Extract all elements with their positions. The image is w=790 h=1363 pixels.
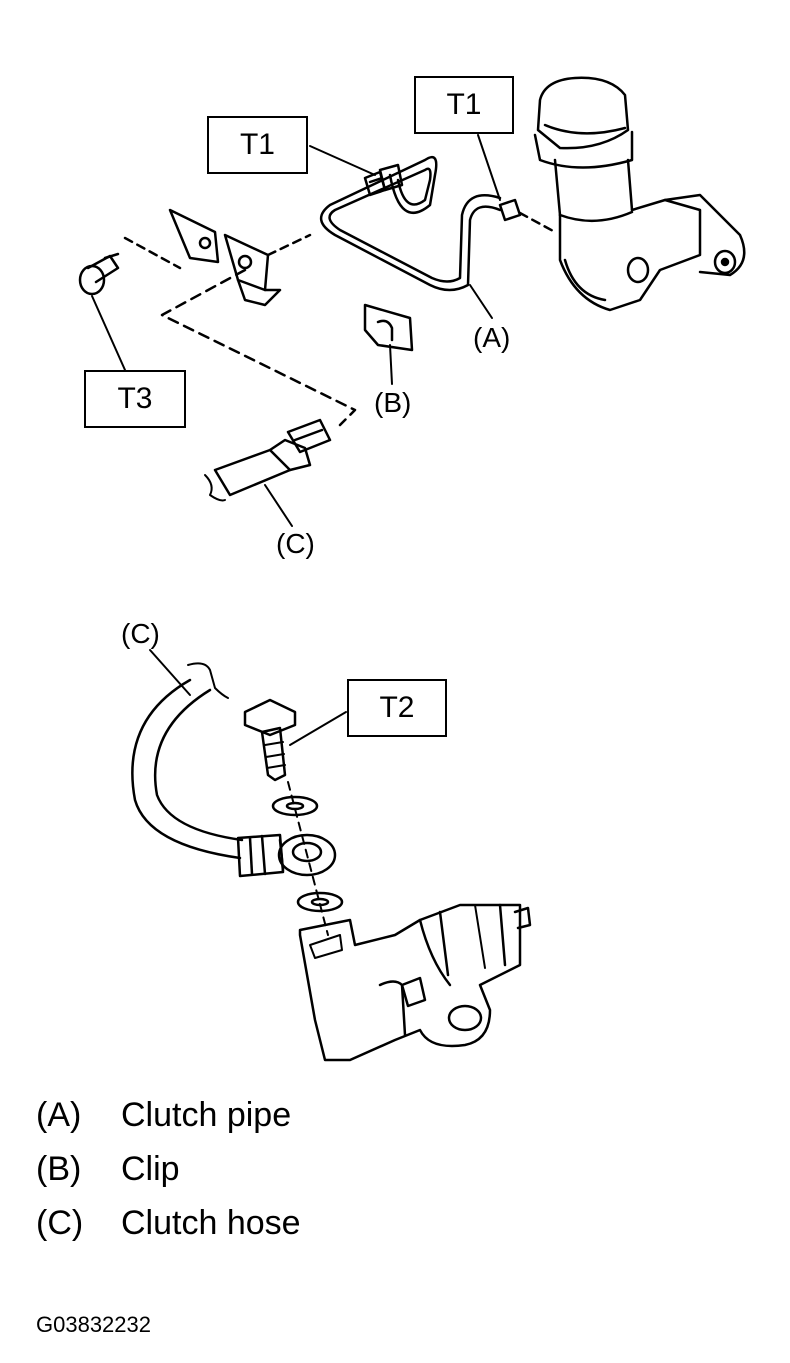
callout-b: (B) <box>374 387 412 418</box>
legend-item: (A) Clutch pipe <box>36 1092 756 1146</box>
assembly-guide-line <box>160 268 357 427</box>
legend-text: Clip <box>121 1150 180 1188</box>
legend-text: Clutch pipe <box>121 1096 292 1134</box>
legend-item: (C) Clutch hose <box>36 1200 756 1254</box>
leader-lines-bottom <box>149 649 347 746</box>
clip <box>363 303 414 352</box>
leader-lines-top <box>91 134 501 527</box>
clutch-hose-end <box>204 418 332 502</box>
callout-a: (A) <box>473 322 511 353</box>
bracket-bolt <box>78 236 182 296</box>
union-bolt <box>243 698 297 782</box>
clutch-pipe <box>320 155 557 292</box>
clutch-line-diagram <box>78 76 746 1062</box>
operating-cylinder <box>298 903 532 1062</box>
callout-c-top: (C) <box>276 528 315 559</box>
torque-label-t1-pipe: T1 <box>207 116 308 174</box>
legend-key: (C) <box>36 1204 84 1242</box>
torque-label-t3: T3 <box>84 370 186 428</box>
legend-key: (B) <box>36 1150 82 1188</box>
bolt-axis-line <box>287 781 329 936</box>
clutch-master-cylinder <box>533 76 746 312</box>
legend-text: Clutch hose <box>121 1204 301 1242</box>
figure-code: G03832232 <box>36 1312 151 1337</box>
torque-label-t1-master: T1 <box>414 76 514 134</box>
legend-key: (A) <box>36 1096 82 1134</box>
eye-fitting <box>277 833 337 877</box>
callout-c-bottom: (C) <box>121 618 160 649</box>
legend: (A) Clutch pipe (B) Clip (C) Clutch hose <box>36 1092 756 1254</box>
legend-item: (B) Clip <box>36 1146 756 1200</box>
pipe-bracket <box>168 208 312 307</box>
torque-label-t2: T2 <box>347 679 447 737</box>
clutch-hose-lower <box>131 662 285 878</box>
